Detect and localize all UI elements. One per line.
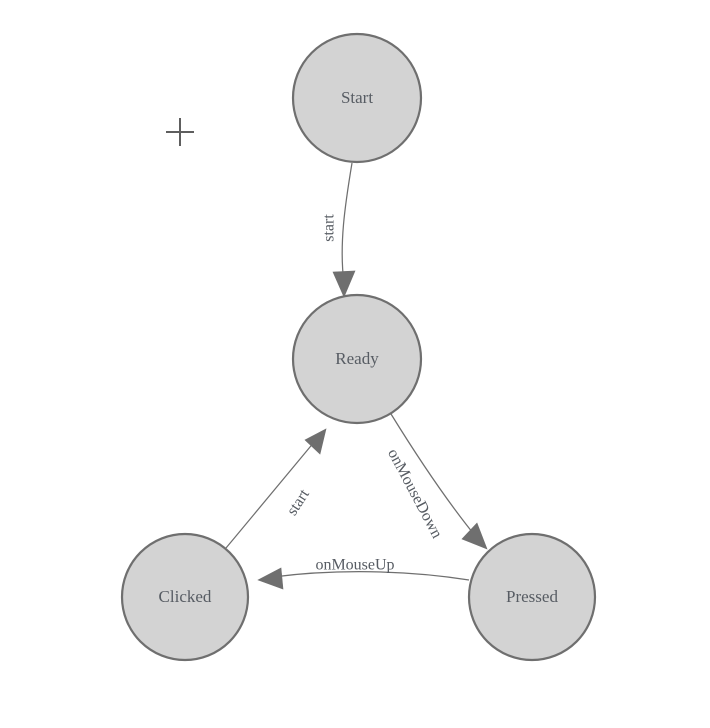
- node-clicked[interactable]: Clicked: [120, 532, 250, 662]
- node-ready-shape: [291, 293, 423, 425]
- node-clicked-shape: [120, 532, 250, 662]
- edge-path-pressed-to-clicked: [272, 571, 470, 581]
- edge-path-start-to-ready: [341, 162, 353, 284]
- arrowhead-into-pressed: [461, 522, 488, 550]
- edge-pressed-to-clicked[interactable]: [257, 567, 470, 590]
- edge-label-ready-to-pressed: onMouseDown: [384, 446, 445, 541]
- arrowhead-into-clicked: [257, 567, 284, 590]
- node-pressed-shape: [467, 532, 597, 662]
- plus-marker: [166, 118, 194, 146]
- node-start-shape: [291, 32, 423, 164]
- edge-label-clicked-to-ready: start: [284, 486, 314, 519]
- node-ready[interactable]: Ready: [291, 293, 423, 425]
- edge-path-clicked-to-ready: [225, 440, 316, 549]
- edge-clicked-to-ready[interactable]: [225, 428, 327, 549]
- edge-start-to-ready[interactable]: [332, 162, 356, 298]
- node-start[interactable]: Start: [291, 32, 423, 164]
- node-pressed[interactable]: Pressed: [467, 532, 597, 662]
- arrowhead-into-ready-lower-left: [304, 428, 327, 455]
- edge-path-ready-to-pressed: [390, 413, 478, 539]
- edge-ready-to-pressed[interactable]: [390, 413, 488, 550]
- arrowhead-into-ready-top: [332, 270, 356, 298]
- edge-label-start-to-ready: start: [321, 214, 338, 242]
